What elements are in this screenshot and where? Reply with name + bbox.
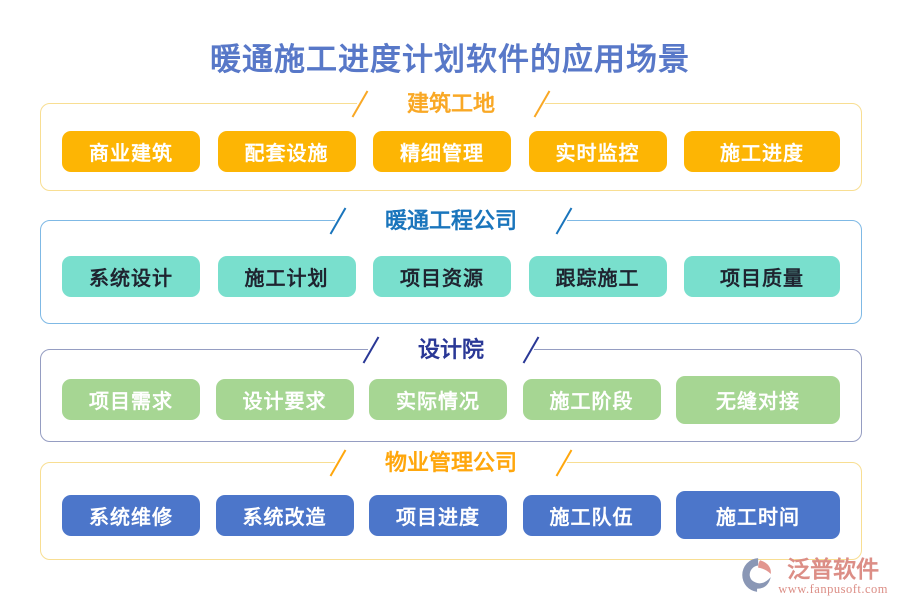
tag-project-requirements: 项目需求 <box>62 379 200 420</box>
tag-system-renovation: 系统改造 <box>215 494 354 536</box>
brand-logo: 泛普软件 www.fanpusoft.com <box>737 556 888 597</box>
section-header: 物业管理公司 <box>329 447 573 479</box>
section-header: 暖通工程公司 <box>329 205 573 237</box>
tag-actual-situation: 实际情况 <box>369 379 507 420</box>
tag-commercial-building: 商业建筑 <box>62 130 200 172</box>
tag-project-resources: 项目资源 <box>373 255 511 297</box>
tag-fine-management: 精细管理 <box>373 130 511 172</box>
section-construction-site: 建筑工地 商业建筑 配套设施 精细管理 实时监控 施工进度 <box>40 88 862 191</box>
brand-text: 泛普软件 www.fanpusoft.com <box>778 556 888 597</box>
tag-system-maintenance: 系统维修 <box>62 494 200 536</box>
brand-website: www.fanpusoft.com <box>778 582 888 596</box>
tag-construction-team: 施工队伍 <box>522 494 661 536</box>
section-header: 建筑工地 <box>351 88 551 120</box>
section-design-institute: 设计院 项目需求 设计要求 实际情况 施工阶段 无缝对接 <box>40 334 862 442</box>
tag-realtime-monitoring: 实时监控 <box>528 130 667 172</box>
brand-name: 泛普软件 <box>787 556 880 582</box>
fanpu-logo-icon <box>742 558 772 593</box>
tag-system-design: 系统设计 <box>62 255 200 297</box>
section-title: 建筑工地 <box>406 91 496 116</box>
tag-supporting-facilities: 配套设施 <box>217 130 356 172</box>
tag-construction-stage: 施工阶段 <box>522 379 661 420</box>
page-title: 暖通施工进度计划软件的应用场景 <box>210 42 690 77</box>
section-property-company: 物业管理公司 系统维修 系统改造 项目进度 施工队伍 施工时间 <box>40 447 862 560</box>
tag-row: 项目需求 设计要求 实际情况 施工阶段 无缝对接 <box>41 350 861 441</box>
section-title: 物业管理公司 <box>384 450 518 475</box>
tag-project-quality: 项目质量 <box>684 255 840 297</box>
section-header: 设计院 <box>362 334 540 366</box>
tag-seamless-connection: 无缝对接 <box>676 375 840 424</box>
tag-construction-time: 施工时间 <box>676 491 840 539</box>
tag-track-construction: 跟踪施工 <box>528 255 667 297</box>
tag-design-requirements: 设计要求 <box>215 379 354 420</box>
tag-row: 系统设计 施工计划 项目资源 跟踪施工 项目质量 <box>41 221 861 323</box>
tag-construction-progress: 施工进度 <box>684 130 840 172</box>
tag-construction-plan: 施工计划 <box>217 255 356 297</box>
tag-row: 系统维修 系统改造 项目进度 施工队伍 施工时间 <box>41 463 861 559</box>
section-hvac-company: 暖通工程公司 系统设计 施工计划 项目资源 跟踪施工 项目质量 <box>40 205 862 324</box>
tag-project-progress: 项目进度 <box>369 494 507 536</box>
section-title: 设计院 <box>417 337 485 362</box>
section-title: 暖通工程公司 <box>384 208 518 233</box>
tag-row: 商业建筑 配套设施 精细管理 实时监控 施工进度 <box>41 104 861 190</box>
